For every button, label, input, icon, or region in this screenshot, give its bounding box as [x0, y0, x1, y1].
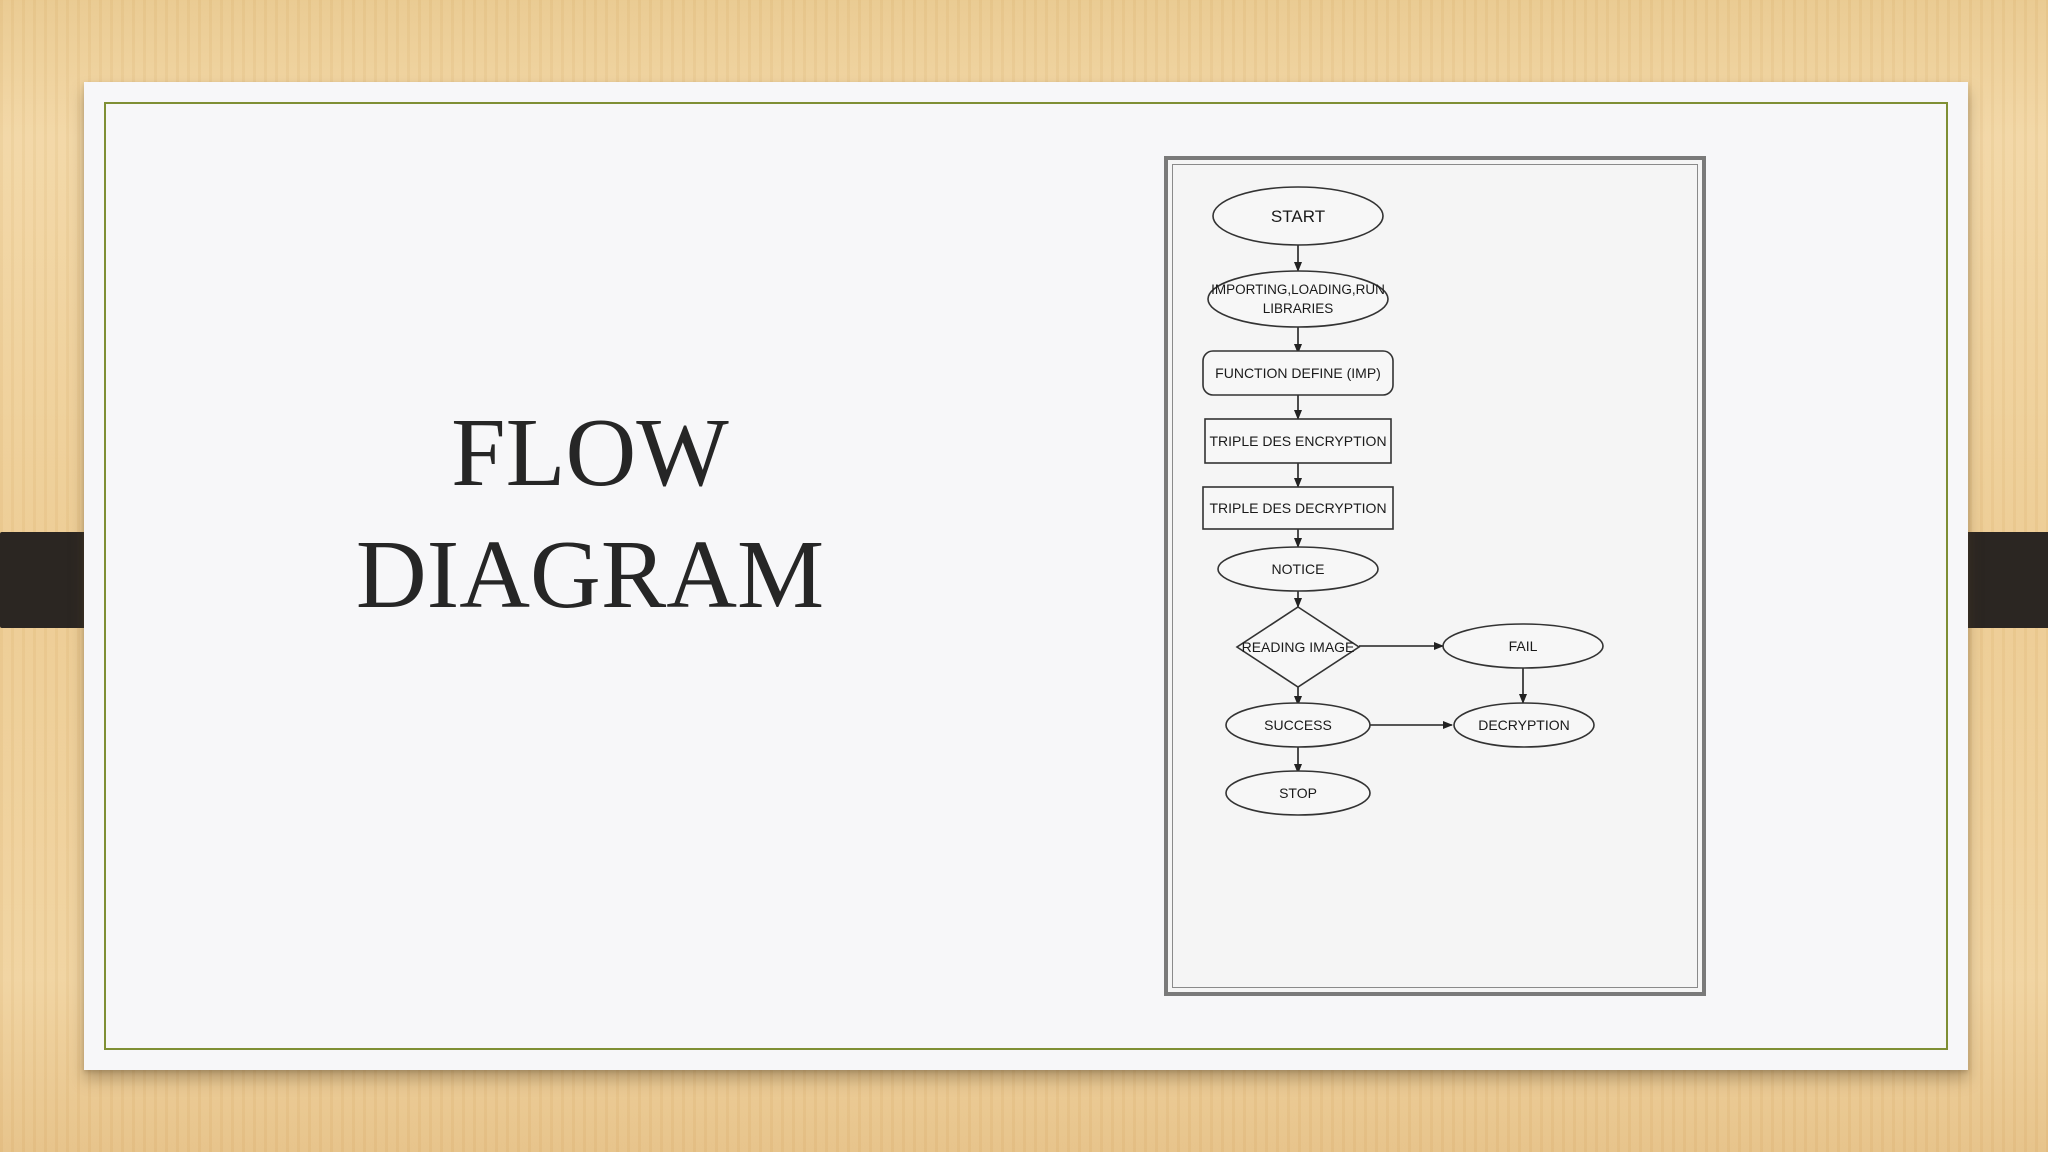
decryption-label: DECRYPTION	[1478, 717, 1570, 733]
function-define-node	[1202, 350, 1394, 396]
reading-image-decision	[1235, 606, 1361, 688]
slide-border	[104, 102, 1948, 1050]
stop-label: STOP	[1279, 785, 1317, 801]
importing-label-line-2: LIBRARIES	[1263, 301, 1334, 316]
reading-image-label: READING IMAGE	[1242, 639, 1355, 655]
function-define-label: FUNCTION DEFINE (IMP)	[1215, 365, 1381, 381]
title-line-2: DIAGRAM	[355, 521, 825, 629]
slide: FLOW DIAGRAM	[84, 82, 1968, 1070]
notice-label: NOTICE	[1272, 561, 1325, 577]
stop-node	[1225, 770, 1371, 816]
importing-label-line-1: IMPORTING,LOADING,RUN	[1211, 282, 1385, 297]
decryption-step-node	[1202, 486, 1394, 530]
flow-diagram: START IMPORTING,LOADING,RUN LIBRARIES FU…	[1202, 186, 1604, 816]
encryption-label: TRIPLE DES ENCRYPTION	[1209, 433, 1386, 449]
start-label: START	[1271, 207, 1325, 226]
fail-label: FAIL	[1509, 638, 1538, 654]
fail-node	[1442, 623, 1604, 669]
slide-title: FLOW DIAGRAM	[260, 392, 920, 636]
success-label: SUCCESS	[1264, 717, 1332, 733]
notice-node	[1217, 546, 1379, 592]
flow-diagram-frame: START IMPORTING,LOADING,RUN LIBRARIES FU…	[1164, 156, 1706, 996]
connectors	[1294, 245, 1527, 774]
title-line-1: FLOW	[451, 399, 729, 507]
decryption-node	[1453, 702, 1595, 748]
encryption-node	[1204, 418, 1392, 464]
success-node	[1225, 702, 1371, 748]
start-node	[1212, 186, 1384, 246]
decryption-step-label: TRIPLE DES DECRYPTION	[1209, 500, 1386, 516]
importing-node	[1207, 270, 1389, 328]
flow-diagram-inner-border	[1172, 164, 1698, 988]
